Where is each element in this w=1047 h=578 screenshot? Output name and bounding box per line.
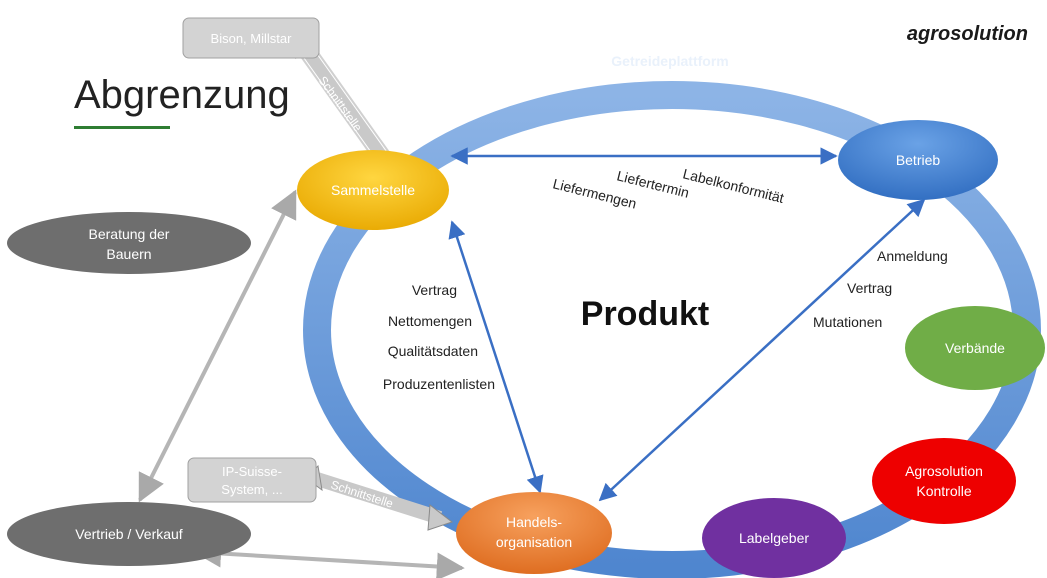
edge-labels-sammel-handels: Vertrag Nettomengen Qualitätsdaten Produ… — [383, 282, 495, 392]
betrieb-node: Betrieb — [838, 120, 998, 200]
edge-label-mutationen: Mutationen — [813, 314, 882, 330]
produkt-label: Produkt — [581, 295, 709, 333]
svg-text:Agrosolution: Agrosolution — [905, 463, 983, 479]
labelgeber-node: Labelgeber — [702, 498, 846, 578]
edge-label-vertrag-right: Vertrag — [847, 280, 892, 296]
svg-text:Beratung der: Beratung der — [89, 226, 170, 242]
bison-millstar-box: Bison, Millstar — [182, 17, 320, 59]
vertrieb-node: Vertrieb / Verkauf — [7, 502, 251, 566]
agrosolution-kontrolle-node: Agrosolution Kontrolle — [872, 438, 1016, 524]
arrow-vertrieb-handels — [193, 539, 465, 578]
arrow-vertrieb-sammelstelle — [138, 189, 297, 503]
svg-text:Betrieb: Betrieb — [896, 152, 941, 168]
svg-text:Sammelstelle: Sammelstelle — [331, 182, 415, 198]
svg-text:Labelgeber: Labelgeber — [739, 530, 809, 546]
arrow-sammelstelle-handels — [448, 220, 544, 494]
ip-suisse-box: IP-Suisse- System, ... — [187, 457, 317, 503]
svg-text:Kontrolle: Kontrolle — [916, 483, 971, 499]
svg-text:System, ...: System, ... — [221, 482, 282, 497]
edge-label-vertrag-left: Vertrag — [412, 282, 457, 298]
svg-text:Handels-: Handels- — [506, 514, 562, 530]
sammelstelle-node: Sammelstelle — [297, 150, 449, 230]
verbaende-node: Verbände — [905, 306, 1045, 390]
title-underline — [74, 126, 170, 129]
svg-text:IP-Suisse-: IP-Suisse- — [222, 464, 282, 479]
edge-label-labelkonformitaet: Labelkonformität — [681, 165, 785, 206]
handelsorganisation-node: Handels- organisation — [456, 492, 612, 574]
svg-text:Bison, Millstar: Bison, Millstar — [211, 31, 293, 46]
agrosolution-logo: agrosolution — [907, 23, 1028, 45]
edge-label-qualitaetsdaten: Qualitätsdaten — [388, 343, 478, 359]
svg-text:Verbände: Verbände — [945, 340, 1005, 356]
svg-text:organisation: organisation — [496, 534, 572, 550]
edge-labels-sammel-betrieb: Labelkonformität Liefertermin Liefermeng… — [551, 165, 785, 211]
svg-text:Vertrieb / Verkauf: Vertrieb / Verkauf — [75, 526, 183, 542]
platform-label: Getreideplattform — [611, 53, 728, 69]
edge-label-produzentenlisten: Produzentenlisten — [383, 376, 495, 392]
beratung-node: Beratung der Bauern — [7, 212, 251, 274]
svg-text:Bauern: Bauern — [106, 246, 151, 262]
page-title: Abgrenzung — [74, 73, 290, 117]
edge-label-nettomengen: Nettomengen — [388, 313, 472, 329]
edge-labels-betrieb-handels: Anmeldung Vertrag Mutationen — [813, 248, 948, 330]
edge-label-anmeldung: Anmeldung — [877, 248, 948, 264]
arrow-betrieb-handels — [598, 198, 926, 502]
